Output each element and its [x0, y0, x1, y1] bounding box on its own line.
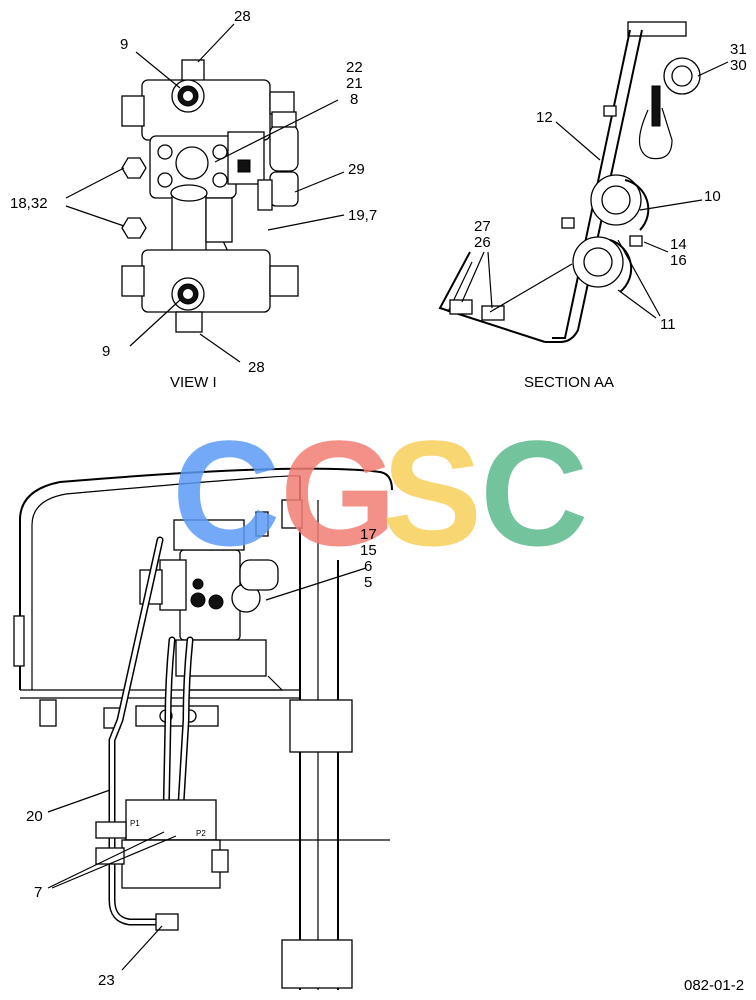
callout-9-bottom: 9 [102, 343, 110, 360]
callout-12: 12 [536, 109, 553, 126]
callout-14: 14 [670, 236, 687, 253]
callout-28-bottom: 28 [248, 359, 265, 376]
callout-15: 15 [360, 542, 377, 559]
callout-30: 30 [730, 57, 747, 74]
base-plate [438, 251, 546, 343]
hex-nut-lower [121, 217, 147, 239]
watermark-letter: C [480, 409, 588, 577]
strap-30 [638, 107, 673, 160]
callout-16: 16 [670, 252, 687, 269]
control-valve-p [125, 799, 217, 841]
top-plate [627, 21, 687, 37]
hex-nut-upper [121, 157, 147, 179]
callout-22: 22 [346, 59, 363, 76]
callout-26: 26 [474, 234, 491, 251]
callout-29: 29 [348, 161, 365, 178]
callout-31: 31 [730, 41, 747, 58]
callout-27: 27 [474, 218, 491, 235]
fitting-29-lower [269, 171, 299, 207]
bolt-14 [629, 235, 643, 247]
view-i-caption: VIEW I [170, 374, 217, 391]
port-label-p2: P2 [196, 829, 206, 838]
callout-7: 7 [34, 884, 42, 901]
callout-28-top: 28 [234, 8, 251, 25]
left-plug-upper [121, 95, 145, 127]
callout-18-32: 18,32 [10, 195, 48, 212]
main-assembly-drawing [13, 467, 393, 990]
callout-11: 11 [660, 316, 676, 333]
top-plug [181, 59, 205, 83]
section-aa-drawing [438, 21, 729, 343]
left-plug-lower [121, 265, 145, 297]
valve-body-upper [141, 79, 271, 141]
view-i-drawing [65, 23, 345, 363]
frame-bracket-upper [289, 699, 353, 753]
fitting-23 [155, 913, 179, 931]
watermark-letter: S [382, 409, 482, 577]
watermark-letter: C [172, 409, 280, 577]
callout-8: 8 [350, 91, 358, 108]
bottom-plug [175, 311, 203, 333]
watermark-letter: G [280, 409, 397, 577]
bracket-12 [552, 29, 631, 339]
callout-23: 23 [98, 972, 115, 989]
hose-clamp-row [135, 705, 219, 727]
cab-outline [19, 467, 393, 690]
cgsc-watermark: C G S C [172, 409, 588, 577]
callout-17: 17 [360, 526, 377, 543]
drawing-number: 082-01-2 [684, 977, 744, 994]
port-label-p1: P1 [130, 819, 140, 828]
right-plug-upper [269, 91, 295, 115]
bolt-26 [481, 305, 505, 321]
bolt-27 [449, 299, 473, 315]
right-plug-lower [269, 265, 299, 297]
callout-21: 21 [346, 75, 363, 92]
callout-19-7: 19,7 [348, 207, 377, 224]
callout-6: 6 [364, 558, 372, 575]
callout-10: 10 [704, 188, 721, 205]
valve-body-lower [141, 249, 271, 313]
callout-5: 5 [364, 574, 372, 591]
control-valve-body [121, 839, 221, 889]
section-aa-caption: SECTION AA [524, 374, 614, 391]
frame-bracket-lower [281, 939, 353, 989]
callout-9-top: 9 [120, 36, 128, 53]
callout-20: 20 [26, 808, 43, 825]
